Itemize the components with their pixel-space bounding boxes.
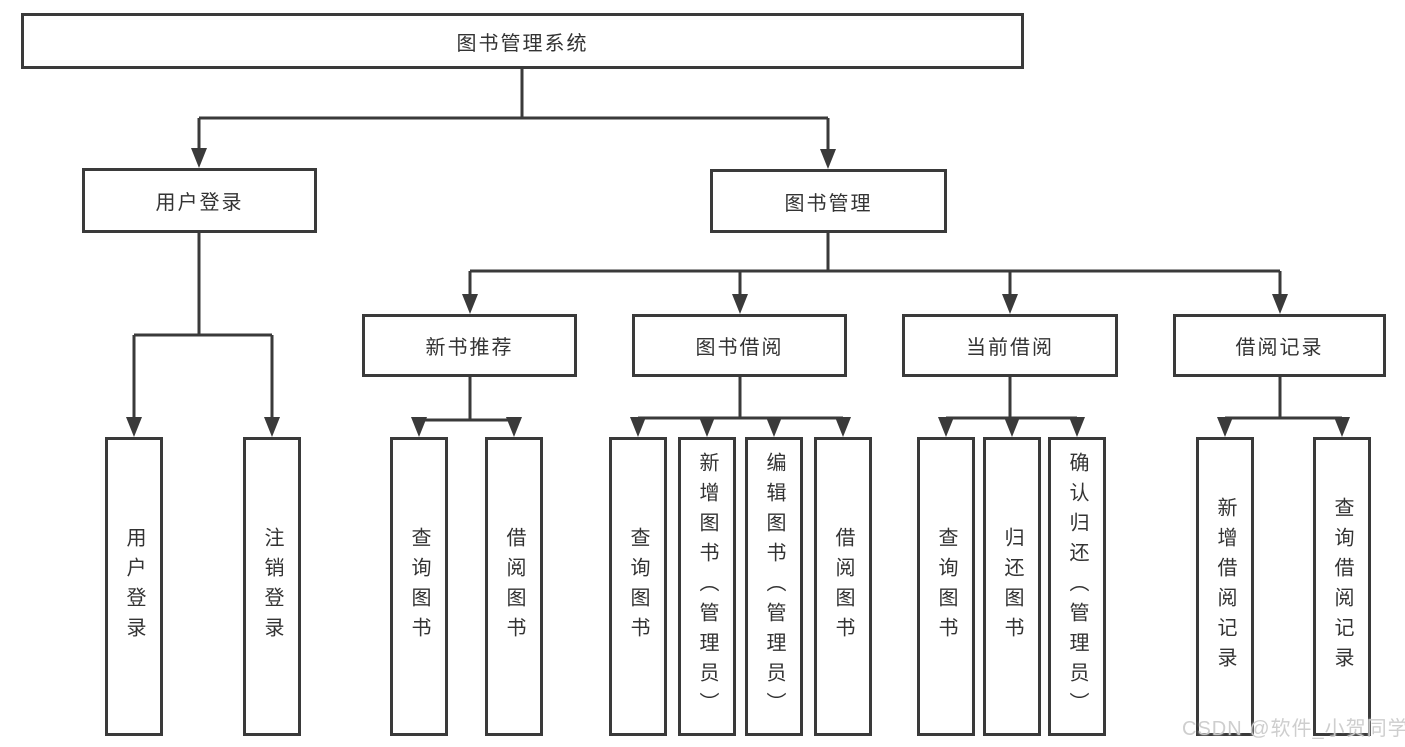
node-label: 图书管理 [784,192,873,215]
node-label: 借阅图书 [832,526,854,647]
node-label: 借阅图书 [503,526,525,647]
node-leaf-add-books-admin: 新增图书（管理员） [678,437,736,736]
node-label: 查询图书 [627,526,649,647]
node-leaf-borrow-books-recommendation: 借阅图书 [485,437,543,736]
node-label: 新增图书（管理员） [696,451,718,722]
node-label: 当前借阅 [966,337,1054,359]
node-book-borrowing: 图书借阅 [632,314,847,377]
node-label: 图书管理系统 [456,32,589,55]
node-label: 新增借阅记录 [1214,496,1236,677]
node-label: 用户登录 [155,192,244,214]
node-label: 新书推荐 [425,337,514,359]
node-leaf-confirm-return-admin: 确认归还（管理员） [1048,437,1106,736]
node-leaf-query-books-recommendation: 查询图书 [390,437,448,736]
node-leaf-query-books-current: 查询图书 [917,437,975,736]
node-leaf-borrow-books: 借阅图书 [814,437,872,736]
node-label: 查询图书 [408,526,430,647]
node-leaf-logout: 注销登录 [243,437,301,736]
node-library-management-system: 图书管理系统 [21,13,1024,69]
node-leaf-edit-books-admin: 编辑图书（管理员） [745,437,803,736]
node-label: 图书借阅 [695,337,784,359]
node-new-book-recommendation: 新书推荐 [362,314,577,377]
node-label: 查询图书 [935,526,957,647]
node-leaf-add-borrow-record: 新增借阅记录 [1196,437,1254,736]
node-leaf-query-books-borrowing: 查询图书 [609,437,667,736]
node-label: 查询借阅记录 [1331,496,1353,677]
node-label: 用户登录 [123,526,145,647]
node-leaf-user-login: 用户登录 [105,437,163,736]
node-current-borrowing: 当前借阅 [902,314,1118,377]
node-book-management: 图书管理 [710,169,947,233]
node-label: 编辑图书（管理员） [763,451,785,722]
node-label: 归还图书 [1001,526,1023,647]
node-user-login: 用户登录 [82,168,317,233]
node-label: 确认归还（管理员） [1066,451,1088,722]
node-label: 注销登录 [261,526,283,647]
node-borrowing-records: 借阅记录 [1173,314,1386,377]
csdn-watermark: CSDN @软件_小贺同学 [1182,718,1405,740]
node-label: 借阅记录 [1235,337,1324,359]
node-leaf-query-borrow-record: 查询借阅记录 [1313,437,1371,736]
node-leaf-return-books: 归还图书 [983,437,1041,736]
